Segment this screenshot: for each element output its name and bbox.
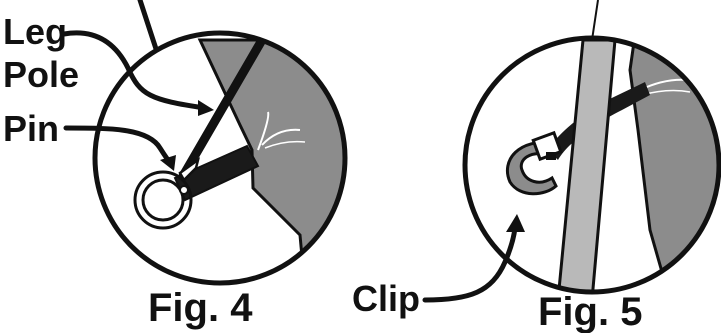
- pole-pin: [178, 156, 201, 183]
- callout-pin: Pin: [3, 108, 59, 149]
- figure-caption: Fig. 5: [538, 290, 642, 333]
- leg-pole-extension: [137, 0, 161, 58]
- callout-pole: Pole: [3, 54, 79, 95]
- leader-line-clip: [422, 225, 518, 303]
- leg-pole: [178, 35, 267, 181]
- fig5-detail-circle: [462, 35, 721, 295]
- pole-clip: [505, 140, 558, 196]
- fig5-detail-view: [465, 38, 719, 292]
- pole-extension: [591, 0, 599, 41]
- fabric-crease: [261, 128, 301, 146]
- figure-5: Clip Fig. 5: [352, 0, 721, 333]
- callout-leg: Leg: [3, 11, 67, 52]
- fabric-crease: [257, 111, 270, 151]
- leader-arrow-leg-pole: [198, 100, 214, 116]
- leader-arrow-pin: [160, 155, 176, 171]
- leader-line-leg-pole: [61, 30, 208, 111]
- fabric-crease: [264, 140, 306, 149]
- callout-clip: Clip: [352, 278, 420, 319]
- figure-4: Leg Pole Pin Fig. 4: [3, 0, 348, 330]
- pin-ring: [133, 170, 193, 230]
- figure-caption: Fig. 4: [148, 286, 253, 330]
- fig4-detail-circle: [92, 30, 348, 286]
- leader-arrow-clip: [506, 214, 525, 232]
